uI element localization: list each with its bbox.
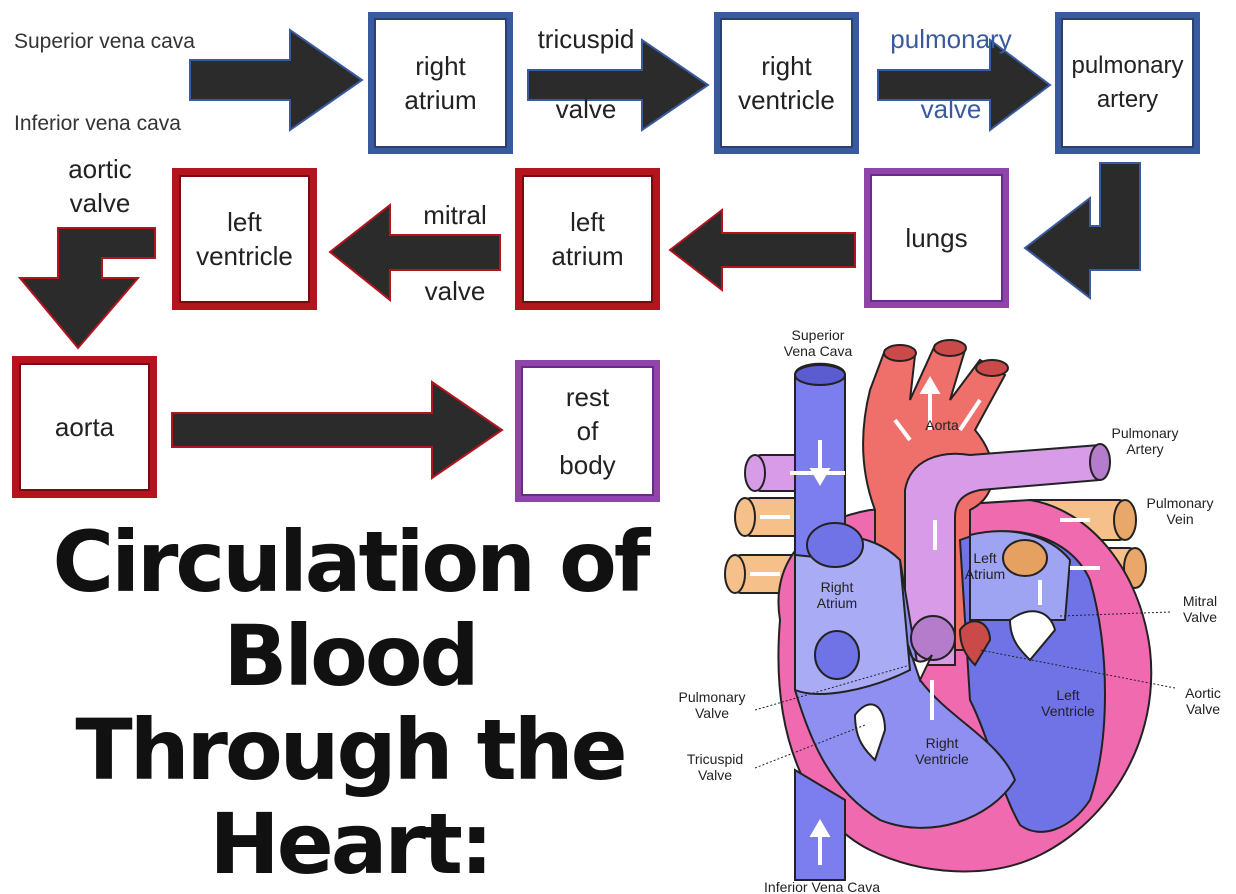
aortic-line1: aortic (40, 152, 160, 186)
mitral-line1: mitral (405, 198, 505, 232)
tricuspid-line2: valve (526, 92, 646, 126)
hd-tricuspid-valve-1: Tricuspid (687, 751, 743, 767)
aorta-line1: aorta (55, 410, 114, 444)
aortic-valve-label: aortic valve (40, 152, 160, 220)
pulmonary-valve-label: pulmonary valve (876, 34, 1026, 102)
pulmonary-artery-line2: artery (1097, 83, 1158, 117)
left-atrium-box: left atrium (515, 168, 660, 310)
arrow-lungs-to-left-atrium (670, 210, 855, 290)
hd-aorta: Aorta (925, 417, 959, 433)
hd-aortic-valve-2: Valve (1186, 701, 1220, 717)
hd-right-atrium-2: Atrium (817, 595, 857, 611)
pulmonary-artery-line1: pulmonary (1071, 49, 1183, 83)
title-line3: Through the (30, 703, 670, 797)
title-line4: Heart: (30, 797, 670, 891)
right-atrium-line2: atrium (404, 83, 476, 117)
pulmonary-valve-line2: valve (876, 92, 1026, 126)
hd-right-atrium-1: Right (821, 579, 854, 595)
hd-right-ventricle-2: Ventricle (915, 751, 969, 767)
tricuspid-line1: tricuspid (526, 22, 646, 56)
hd-left-atrium-1: Left (973, 550, 996, 566)
left-atrium-line1: left (570, 205, 605, 239)
right-atrium-line1: right (415, 49, 466, 83)
hd-left-ventricle-2: Ventricle (1041, 703, 1095, 719)
hd-pulmonary-artery-1: Pulmonary (1112, 425, 1179, 441)
rest-of-body-line2: of (577, 414, 599, 448)
aortic-line2: valve (40, 186, 160, 220)
right-ventricle-box: right ventricle (714, 12, 859, 154)
rest-of-body-line1: rest (566, 380, 609, 414)
hd-inferior-vena-cava: Inferior Vena Cava (764, 879, 880, 894)
right-ventricle-line2: ventricle (738, 83, 835, 117)
hd-pulmonary-vein-1: Pulmonary (1147, 495, 1214, 511)
hd-pulmonary-valve-1: Pulmonary (679, 689, 746, 705)
left-ventricle-box: left ventricle (172, 168, 317, 310)
mitral-valve-label: mitral valve (405, 198, 505, 266)
right-ventricle-line1: right (761, 49, 812, 83)
hd-mitral-valve-2: Valve (1183, 609, 1217, 625)
hd-superior-vena-cava-2: Vena Cava (784, 343, 853, 359)
page-title: Circulation of Blood Through the Heart: (30, 515, 670, 891)
hd-pulmonary-vein-2: Vein (1166, 511, 1193, 527)
title-line1: Circulation of (30, 515, 670, 609)
pulmonary-valve-line1: pulmonary (876, 22, 1026, 56)
left-atrium-line2: atrium (551, 239, 623, 273)
arrow-left-ventricle-to-aorta (20, 228, 155, 348)
rest-of-body-line3: body (559, 448, 615, 482)
lungs-box: lungs (864, 168, 1009, 308)
aorta-box: aorta (12, 356, 157, 498)
title-line2: Blood (30, 609, 670, 703)
inferior-vena-cava-label: Inferior vena cava (14, 112, 181, 136)
arrow-aorta-to-rest-of-body (172, 382, 502, 478)
left-ventricle-line2: ventricle (196, 239, 293, 273)
arrow-pulmonary-artery-to-lungs (1025, 163, 1140, 298)
right-atrium-box: right atrium (368, 12, 513, 154)
hd-tricuspid-valve-2: Valve (698, 767, 732, 783)
pulmonary-vein-opening (1003, 540, 1047, 576)
tricuspid-valve-label: tricuspid valve (526, 34, 646, 102)
pulmonary-artery-box: pulmonary artery (1055, 12, 1200, 154)
hd-left-atrium-2: Atrium (965, 566, 1005, 582)
heart-diagram: Superior Vena Cava Aorta Pulmonary Arter… (670, 320, 1236, 894)
mitral-line2: valve (405, 274, 505, 308)
arrow-vena-cava-to-right-atrium (190, 30, 362, 130)
hd-aortic-valve-1: Aortic (1185, 685, 1221, 701)
hd-right-ventricle-1: Right (926, 735, 959, 751)
hd-pulmonary-artery-2: Artery (1126, 441, 1163, 457)
rest-of-body-box: rest of body (515, 360, 660, 502)
hd-pulmonary-valve-2: Valve (695, 705, 729, 721)
superior-vena-cava-label: Superior vena cava (14, 30, 195, 54)
left-ventricle-line1: left (227, 205, 262, 239)
hd-mitral-valve-1: Mitral (1183, 593, 1217, 609)
hd-left-ventricle-1: Left (1056, 687, 1079, 703)
lungs-line1: lungs (905, 221, 967, 255)
hd-superior-vena-cava-1: Superior (792, 327, 845, 343)
